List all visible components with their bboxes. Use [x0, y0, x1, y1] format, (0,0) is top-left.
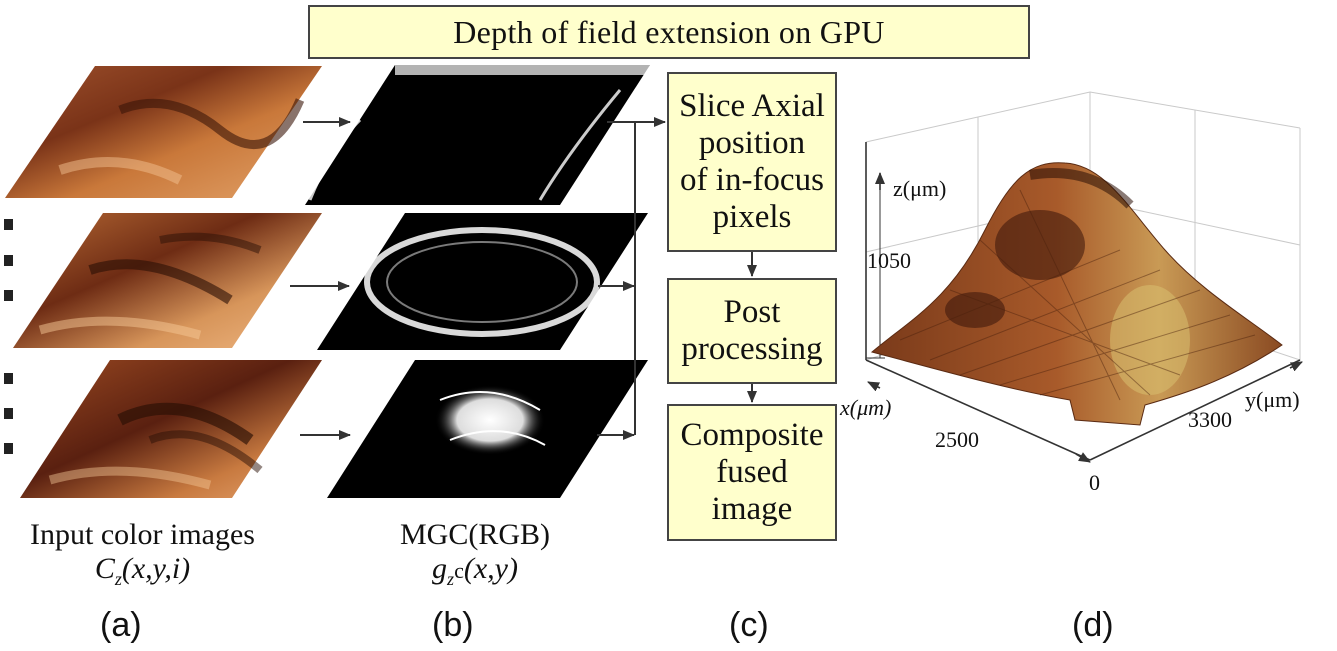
caption-mgc-rgb: MGC(RGB) gzc(x,y)	[360, 518, 590, 596]
stack-ellipsis	[4, 219, 13, 454]
step-3-line-3: image	[711, 491, 793, 527]
z-axis-tick-1050: 1050	[867, 248, 911, 273]
step-composite-fused-image: Composite fused image	[667, 404, 837, 541]
caption-b-line-1: MGC(RGB)	[399, 518, 550, 551]
z-axis-label: z(μm)	[893, 176, 946, 201]
panel-label-d: (d)	[1072, 606, 1114, 644]
surface-plot: z(μm) 1050 x(μm) 2500 y(μm) 3300 0	[839, 91, 1303, 495]
step-2-line-2: processing	[681, 331, 823, 367]
step-1-line-1: Slice Axial	[679, 88, 825, 124]
x-axis-label: x(μm)	[839, 395, 891, 420]
caption-b-args: (x,y)	[463, 552, 518, 585]
mgc-map-1	[305, 65, 650, 205]
caption-b-var: g	[432, 552, 448, 585]
caption-b-sub: z	[447, 569, 455, 589]
step-2-line-1: Post	[723, 294, 781, 330]
y-axis-label: y(μm)	[1245, 387, 1300, 412]
diagram-title: Depth of field extension on GPU	[308, 5, 1030, 59]
step-1-line-3: of in-focus	[680, 162, 824, 198]
step-3-line-2: fused	[716, 454, 788, 490]
caption-a-var: C	[94, 552, 115, 585]
panel-label-c: (c)	[729, 606, 769, 644]
caption-b-sup: c	[454, 558, 464, 583]
step-3-line-1: Composite	[680, 417, 824, 453]
caption-input-color-images: Input color images Cz(x,y,i)	[0, 518, 285, 596]
caption-b-formula: gzc(x,y)	[360, 552, 590, 596]
caption-a-args: (x,y,i)	[121, 552, 191, 585]
origin-tick-0: 0	[1089, 470, 1100, 495]
step-1-line-2: position	[698, 125, 806, 161]
mgc-map-stack	[305, 65, 650, 498]
step-slice-axial-position: Slice Axial position of in-focus pixels	[667, 72, 837, 252]
dome-surface	[870, 162, 1283, 426]
caption-a-formula: Cz(x,y,i)	[0, 552, 285, 596]
x-axis-tick-2500: 2500	[935, 427, 979, 452]
y-axis-tick-3300: 3300	[1188, 407, 1232, 432]
input-image-stack	[5, 66, 322, 498]
caption-a-line-1: Input color images	[30, 518, 255, 551]
panel-label-a: (a)	[100, 606, 142, 644]
step-post-processing: Post processing	[667, 278, 837, 384]
caption-a-sub: z	[114, 569, 122, 589]
panel-label-b: (b)	[432, 606, 474, 644]
step-1-line-4: pixels	[712, 199, 792, 235]
